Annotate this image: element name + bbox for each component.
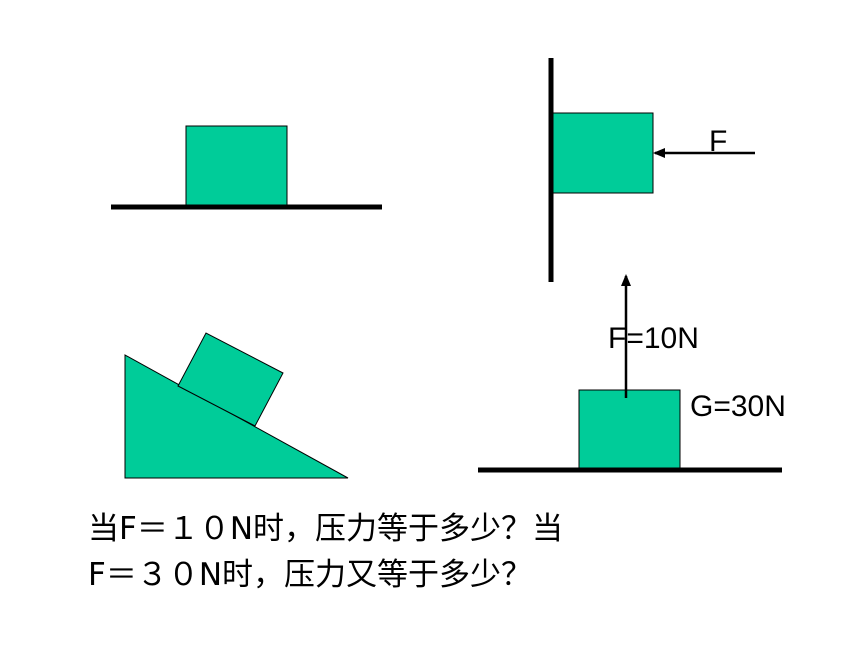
block-on-incline (177, 332, 284, 427)
scenario-horizontal-surface (111, 125, 382, 210)
question-line-2: F＝３０N时，压力又等于多少？ (88, 557, 533, 593)
block-pulled-up (578, 389, 681, 471)
scenario-pull-up: F=10N G=30N (478, 274, 786, 473)
block-on-wall (552, 112, 654, 194)
question-text: 当F＝１０N时，压力等于多少？当 F＝３０N时，压力又等于多少？ (88, 506, 828, 598)
scenario-wall: F (548, 58, 755, 282)
scenario-incline (124, 332, 349, 479)
weight-label: G=30N (690, 390, 786, 423)
block-on-floor (185, 125, 288, 208)
pull-force-label: F=10N (608, 322, 699, 355)
question-line-1: 当F＝１０N时，压力等于多少？当 (88, 511, 564, 547)
push-force-label: F (709, 125, 727, 158)
